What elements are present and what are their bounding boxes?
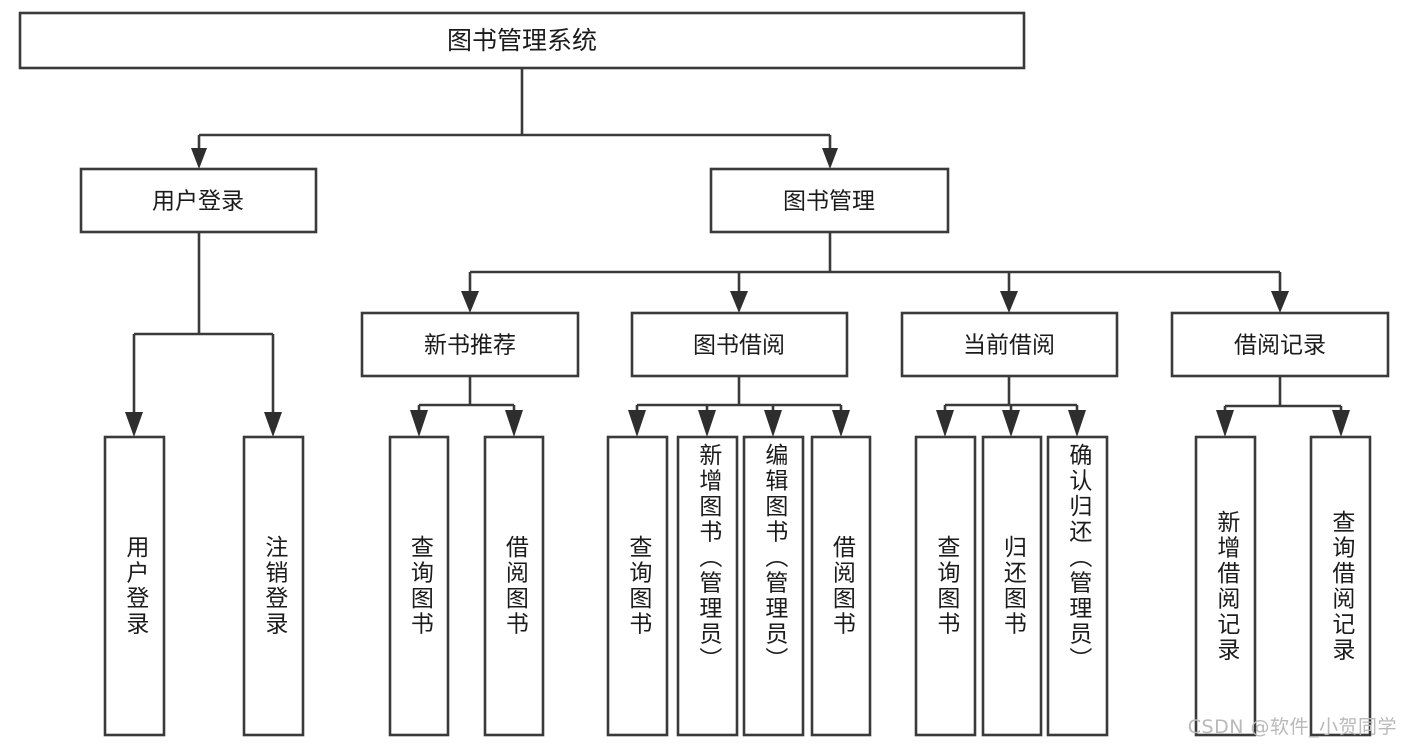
node-leaf-query-book-2-box[interactable] [606,435,669,737]
node-book-borrow[interactable]: 图书借阅 [630,311,849,378]
arrow-to-leaf-logout-icon [264,412,282,437]
node-leaf-user-login-box[interactable] [103,435,166,737]
arrow-to-leaf-query-record-icon [1332,410,1350,437]
arrow-to-new-book-recommend-icon [461,291,479,313]
arrow-to-leaf-user-login-icon [125,412,143,437]
node-current-borrow[interactable]: 当前借阅 [900,311,1119,378]
node-leaf-confirm-return-box[interactable] [1046,435,1109,737]
node-book-borrow-label: 图书借阅 [693,333,785,359]
node-borrow-record-label: 借阅记录 [1234,333,1326,359]
connector-group-borrow-record [1216,376,1350,437]
node-new-book-recommend-box[interactable] [360,311,580,378]
node-current-borrow-label: 当前借阅 [963,333,1055,359]
node-user-login-box[interactable] [79,167,318,234]
arrow-to-book-borrow-icon [730,291,748,313]
arrow-to-leaf-add-record-icon [1216,410,1234,437]
node-current-borrow-box[interactable] [900,311,1119,378]
node-leaf-add-record-box[interactable] [1194,435,1257,737]
node-leaf-borrow-book-2-box[interactable] [810,435,872,737]
leaf-boxes [103,435,1372,737]
arrow-to-leaf-query-book-1-icon [410,410,428,437]
connector-group-new-book-recommend [410,376,523,437]
arrow-root-to-book-manage-icon [822,148,838,169]
node-borrow-record[interactable]: 借阅记录 [1170,311,1390,378]
node-leaf-query-book-1-box[interactable] [388,435,450,737]
arrow-to-leaf-confirm-return-icon [1068,410,1086,437]
arrow-to-leaf-borrow-book-2-icon [832,410,850,437]
arrow-to-borrow-record-icon [1271,291,1289,313]
arrow-root-to-user-login-icon [191,148,207,169]
node-root[interactable]: 图书管理系统 [18,11,1026,70]
node-user-login-label: 用户登录 [152,189,244,215]
node-book-manage[interactable]: 图书管理 [709,167,950,234]
node-leaf-query-record-box[interactable] [1309,435,1372,737]
csdn-watermark: CSDN @软件_小贺同学 [1187,716,1397,738]
node-root-box[interactable] [18,11,1026,70]
arrow-to-leaf-edit-book-icon [764,410,782,437]
node-leaf-return-book-box[interactable] [981,435,1043,737]
connector-group-root [191,68,838,169]
node-user-login[interactable]: 用户登录 [79,167,318,234]
node-new-book-recommend-label: 新书推荐 [424,333,516,359]
connector-group-current-borrow [936,376,1086,437]
node-book-manage-label: 图书管理 [783,189,875,215]
arrow-to-leaf-add-book-icon [698,410,716,437]
arrow-to-leaf-return-book-icon [1002,410,1020,437]
node-leaf-borrow-book-1-box[interactable] [483,435,545,737]
node-book-manage-box[interactable] [709,167,950,234]
node-leaf-query-book-3-box[interactable] [914,435,977,737]
arrow-to-current-borrow-icon [1000,291,1018,313]
connector-group-user-login [125,232,282,437]
node-borrow-record-box[interactable] [1170,311,1390,378]
connector-group-book-borrow [628,376,850,437]
connector-group-book-manage [461,232,1289,313]
arrow-to-leaf-query-book-2-icon [628,410,646,437]
arrow-to-leaf-borrow-book-1-icon [505,410,523,437]
node-root-label: 图书管理系统 [447,26,597,55]
node-leaf-add-book-box[interactable] [676,435,739,737]
node-leaf-edit-book-box[interactable] [742,435,805,737]
node-new-book-recommend[interactable]: 新书推荐 [360,311,580,378]
node-book-borrow-box[interactable] [630,311,849,378]
arrow-to-leaf-query-book-3-icon [936,410,954,437]
node-leaf-logout-box[interactable] [242,435,305,737]
